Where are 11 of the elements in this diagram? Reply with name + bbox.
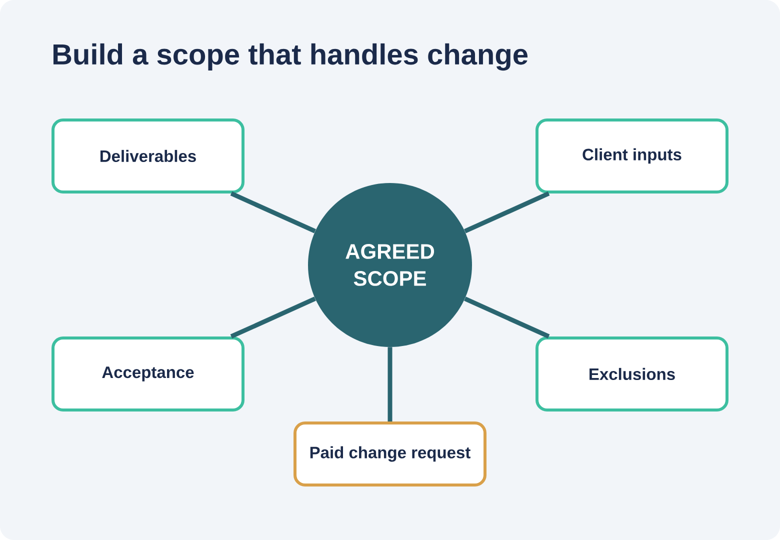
topic-box: Exclusions (536, 336, 728, 412)
topic-box: Acceptance (52, 336, 244, 412)
title: Build a scope that handles change (53, 43, 528, 71)
connector-line (464, 191, 550, 234)
connector-line (388, 347, 392, 422)
connector-line (230, 191, 316, 234)
connector-line (230, 296, 316, 339)
topic-box: Deliverables (52, 118, 244, 194)
topic-box: Client inputs (536, 118, 728, 194)
change-request-box: Paid change request (294, 421, 486, 486)
connector-line (464, 296, 550, 339)
